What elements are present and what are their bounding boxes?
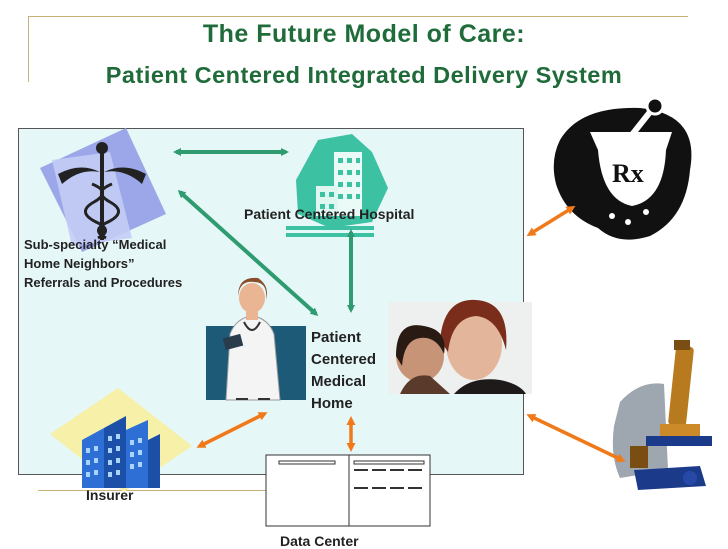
microscope-icon bbox=[612, 340, 712, 490]
arrow-subspecialty-medical-home bbox=[177, 189, 319, 317]
mortar-pestle-icon bbox=[553, 96, 692, 240]
medical-home-label-line4: Home bbox=[311, 395, 353, 412]
data-center-icon bbox=[265, 454, 431, 527]
hospital-building-icon bbox=[286, 134, 388, 237]
subspecialty-label: Sub-specialty “Medical Home Neighbors” R… bbox=[24, 235, 182, 292]
slide-title: The Future Model of Care: bbox=[202, 20, 526, 48]
rx-symbol: Rx bbox=[612, 159, 644, 188]
hospital-label: Patient Centered Hospital bbox=[244, 206, 415, 222]
mother-child-photo bbox=[388, 299, 532, 394]
decor-line-bottom bbox=[38, 490, 268, 491]
subspecialty-label-line2: Home Neighbors” bbox=[24, 256, 135, 271]
subspecialty-label-line1: Sub-specialty “Medical bbox=[24, 237, 167, 252]
medical-home-label-line1: Patient bbox=[311, 329, 362, 346]
caduceus-icon bbox=[40, 128, 166, 252]
insurer-label: Insurer bbox=[86, 487, 134, 503]
arrow-insurer bbox=[196, 412, 268, 448]
medical-home-label: Patient Centered Medical Home bbox=[311, 327, 376, 415]
arrow-pharmacy bbox=[526, 205, 576, 237]
subspecialty-label-line3: Referrals and Procedures bbox=[24, 275, 183, 290]
slide-subtitle: Patient Centered Integrated Delivery Sys… bbox=[105, 62, 623, 88]
arrow-laboratory bbox=[526, 414, 626, 462]
medical-home-label-line2: Centered bbox=[311, 351, 377, 368]
insurer-building-icon bbox=[50, 388, 192, 492]
decor-line-top bbox=[28, 16, 688, 17]
medical-home-label-line3: Medical bbox=[311, 373, 367, 390]
data-center-label: Data Center bbox=[280, 533, 359, 549]
doctor-figure bbox=[206, 277, 306, 401]
decor-line-left bbox=[28, 16, 29, 82]
